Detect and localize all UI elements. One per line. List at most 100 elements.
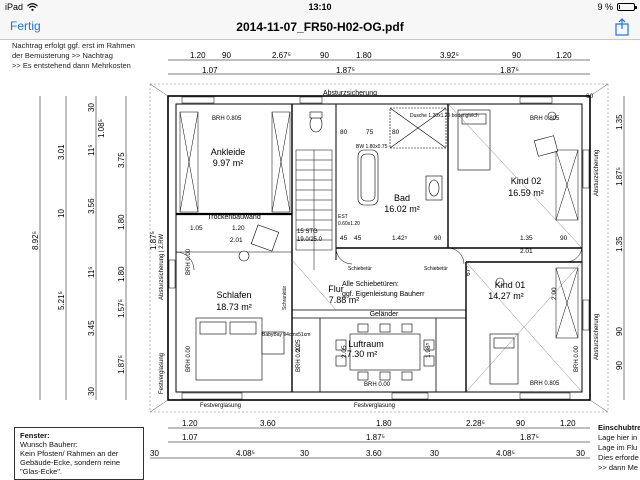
- battery-percent: 9 %: [597, 2, 613, 12]
- dim-left5-0: 3.75: [117, 152, 126, 168]
- room-name-luftraum: Luftraum: [348, 339, 384, 349]
- dim-inner-11: 90: [560, 235, 568, 242]
- label-gelaender: Geländer: [370, 311, 399, 318]
- dim-right-3: 90: [615, 327, 624, 336]
- dim-bottom-0: 1.20: [182, 419, 198, 428]
- note-fenster: Fenster: Wunsch Bauherr: Kein Pfosten/ R…: [14, 427, 144, 480]
- label-bw: BW 1.80x0.75: [356, 144, 388, 150]
- label-festverglasung-left: Festverglasung: [159, 353, 165, 394]
- dim-inner-2: 75: [366, 129, 374, 136]
- document-title: 2014-11-07_FR50-H02-OG.pdf: [236, 19, 404, 34]
- dim-bottom-5: 1.20: [560, 419, 576, 428]
- dim-inner-14: 2.05: [341, 345, 348, 358]
- dim-left3-2: 3.56: [87, 198, 96, 214]
- room-area-ankleide: 9.97 m²: [213, 158, 244, 168]
- dim-inner-10: 1.35: [520, 235, 533, 242]
- note-fenster-title: Fenster:: [20, 431, 50, 440]
- label-stg: 15 STG: [297, 229, 318, 235]
- dim-inner-7: 45: [340, 235, 348, 242]
- note-line: Lage im Flu: [598, 443, 638, 452]
- dim-top-1: 90: [222, 51, 231, 60]
- dim-bottom3-5: 4.08⁵: [496, 449, 515, 458]
- dim-right-labels: 1.35 1.87⁵ 1.35 90 90: [615, 114, 624, 370]
- dim-bottom3-1: 4.08⁵: [236, 449, 255, 458]
- room-name-schlafen: Schlafen: [216, 290, 251, 300]
- label-brh-kind01: BRH 0.805: [530, 381, 560, 387]
- room-area-schlafen: 18.73 m²: [216, 302, 252, 312]
- ref-line: [589, 83, 609, 97]
- interior-walls: [176, 104, 582, 392]
- room-area-kind01: 14.27 m²: [488, 291, 524, 301]
- dim-left4-1: 1.87⁵: [149, 231, 158, 250]
- dim-inner-labels: 60 80 75 80 1.05 1.20 2.01 45 1.42⁵ 90 1…: [190, 93, 594, 358]
- label-trockenbauwand: Trockenbauwand: [207, 214, 261, 221]
- room-name-kind02: Kind 02: [511, 176, 542, 186]
- dim-left3-0: 30: [87, 103, 96, 112]
- dim-bottom-labels: 1.20 3.60 1.80 2.28⁵ 90 1.20 1.07 1.87⁵ …: [150, 419, 585, 458]
- label-brh-left: BRH 0.00: [296, 345, 302, 372]
- label-brh-schlafen2: BRH 0.00: [186, 345, 192, 372]
- note-line: Kein Pfosten/ Rahmen an der: [20, 449, 119, 458]
- dim-top-0: 1.20: [190, 51, 206, 60]
- dim-inner-12: 2.01: [520, 248, 533, 255]
- room-area-luftraum: 7.30 m²: [347, 349, 378, 359]
- dim-top-6: 90: [512, 51, 521, 60]
- dim-inner-4: 1.05: [190, 225, 203, 232]
- room-area-flur: 7.88 m²: [329, 295, 360, 305]
- dim-bottom3-3: 3.60: [366, 449, 382, 458]
- dim-top: [168, 59, 590, 75]
- dim-left1-0: 8.92⁵: [31, 231, 40, 250]
- room-diagonals: [291, 103, 583, 393]
- done-button[interactable]: Fertig: [10, 19, 41, 33]
- label-absturz-left: Absturzsicherung | 2.RW: [159, 234, 165, 300]
- dim-left5-1: 1.80: [117, 214, 126, 230]
- dim-left2-1: 10: [57, 209, 66, 218]
- label-festverglasung-bottom-2: Festverglasung: [354, 403, 395, 409]
- label-absturz-top: Absturzsicherung: [323, 90, 377, 97]
- room-area-kind02: 16.59 m²: [508, 188, 544, 198]
- dim-right-4: 90: [615, 361, 624, 370]
- dim-top-5: 3.92⁵: [440, 51, 459, 60]
- status-time: 13:10: [308, 2, 332, 12]
- dim-bottom2-0: 1.07: [182, 433, 198, 442]
- label-stg2: 19.0/25.0: [297, 237, 323, 243]
- dim-top-4: 1.80: [356, 51, 372, 60]
- device-label: iPad: [5, 2, 24, 12]
- label-brh-kind02: BRH 0.805: [530, 116, 560, 122]
- dim-left: [39, 96, 127, 400]
- dim-bottom-4: 90: [516, 419, 525, 428]
- dim-left4-4: 1.87⁵: [117, 355, 126, 374]
- label-brh-schlafen: BRH 0.00: [186, 248, 192, 275]
- dim-inner-5: 1.20: [232, 225, 245, 232]
- label-dusche: Dusche 1.20x1.20 bodengleich: [410, 113, 479, 119]
- dim-top-3: 90: [320, 51, 329, 60]
- status-bar: iPad 13:10 9 %: [0, 0, 640, 14]
- note-line: >> Es entstehend dann Mehrkosten: [12, 61, 131, 70]
- dim-inner-13: 2.25: [295, 339, 302, 352]
- dim-left4-2: 1.80: [117, 266, 126, 282]
- label-brh-right: BRH 0.00: [574, 345, 580, 372]
- staircase: [295, 149, 333, 270]
- battery-icon: [617, 3, 637, 11]
- pdf-document[interactable]: Ankleide 9.97 m² Bad 16.02 m² Kind 02 16…: [0, 40, 640, 480]
- dim-bottom2-1: 1.87⁵: [366, 433, 385, 442]
- wifi-icon: [27, 3, 38, 11]
- note-nachtrag: Nachtrag erfolgt ggf. erst im Rahmen der…: [12, 41, 135, 71]
- nav-bar: Fertig 2014-11-07_FR50-H02-OG.pdf: [0, 14, 640, 40]
- dim-inner-1: 80: [340, 129, 348, 136]
- label-festverglasung-bottom-1: Festverglasung: [200, 403, 241, 409]
- label-schrank: Schranktür: [282, 285, 288, 310]
- room-area-bad: 16.02 m²: [384, 204, 420, 214]
- bath-fixtures: [309, 107, 447, 206]
- share-icon[interactable]: [614, 18, 630, 36]
- note-line: "Glas-Ecke".: [20, 467, 63, 476]
- dim-inner-9: 90: [434, 235, 442, 242]
- furniture: [195, 109, 559, 385]
- label-schiebetueren-1: Alle Schiebetüren:: [342, 281, 399, 288]
- dim-bottom3-4: 30: [430, 449, 439, 458]
- note-line: Dies erforde: [598, 453, 639, 462]
- dim-top2-2: 1.87⁵: [500, 66, 519, 75]
- dim-inner-17: 67⁵: [465, 266, 472, 276]
- label-babybay: BabyBay 94cmx51cm: [262, 332, 310, 338]
- dim-left3-5: 30: [87, 387, 96, 396]
